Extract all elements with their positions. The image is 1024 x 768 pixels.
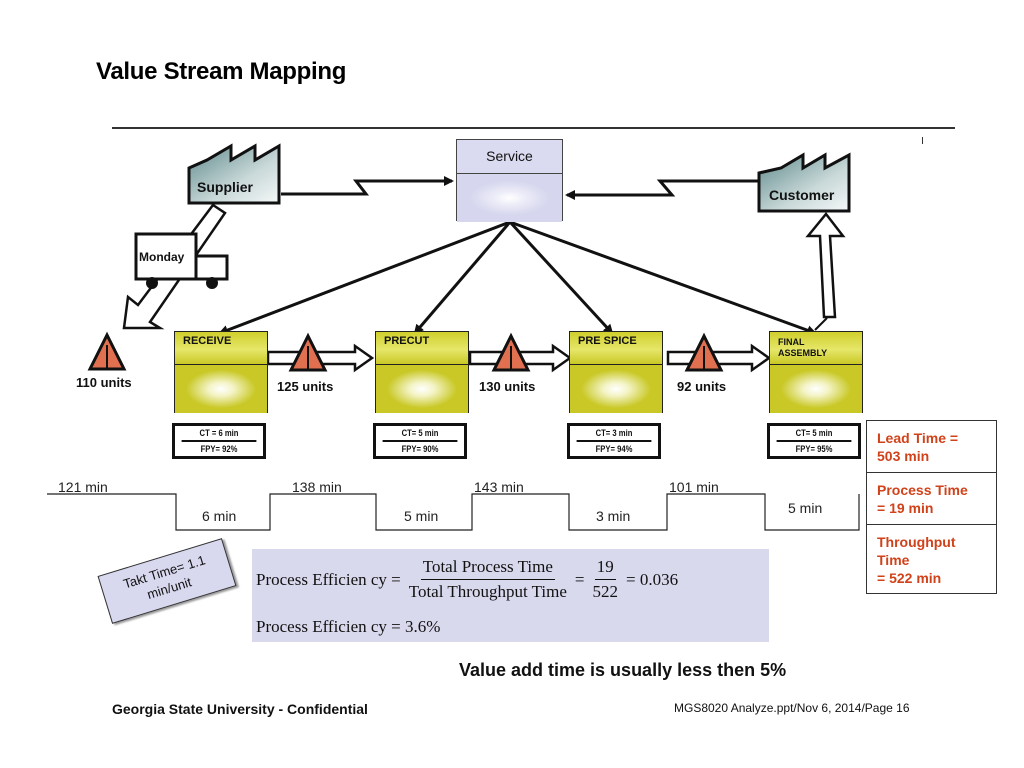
first-pass-yield: FPY= 92% (200, 444, 238, 454)
process-time: Process Time = 19 min (867, 473, 996, 525)
cycle-time: CT= 5 min (382, 426, 458, 442)
inventory-label: 130 units (479, 379, 536, 394)
process-name-line: FINAL (778, 337, 805, 347)
formula-lhs: Process Efficien cy = (256, 569, 401, 589)
process-name: PRECUT (376, 332, 468, 365)
truck-icon (134, 232, 229, 289)
process-box-precut[interactable]: PRECUT (375, 331, 469, 413)
throughput-time-label: Time (877, 552, 910, 568)
customer-factory-icon (757, 152, 851, 213)
formula-fraction: Total Process Time Total Throughput Time (407, 557, 569, 602)
formula-denominator: Total Throughput Time (408, 582, 567, 601)
data-box: CT= 5 min FPY= 90% (373, 423, 467, 459)
supplier-label: Supplier (197, 179, 254, 195)
data-box: CT= 3 min FPY= 94% (567, 423, 661, 459)
customer-label: Customer (769, 187, 835, 203)
inventory-label: 125 units (277, 379, 334, 394)
throughput-time-value: = 522 min (877, 570, 942, 586)
service-body (457, 174, 562, 222)
service-box[interactable]: Service (456, 139, 563, 222)
formula-numerator: Total Process Time (420, 557, 555, 580)
page-title: Value Stream Mapping (96, 58, 347, 85)
throughput-time-label: Throughput (877, 534, 956, 550)
formula-numerator-value: 19 (594, 557, 616, 580)
supplier-to-service-info-arrow (281, 176, 454, 196)
timeline-ladder (47, 493, 860, 531)
process-body (376, 365, 468, 413)
schedule-arrow-prespice (508, 220, 614, 335)
process-time-label: 3 min (596, 508, 631, 524)
customer-to-service-info-arrow (565, 179, 759, 200)
service-label: Service (457, 140, 562, 174)
inventory-label: 92 units (677, 379, 727, 394)
inventory-triangle-icon (684, 332, 724, 372)
summary-box: Lead Time = 503 min Process Time = 19 mi… (866, 420, 997, 594)
process-time-value: = 19 min (877, 500, 934, 516)
schedule-arrow-final (509, 220, 817, 335)
customer-shipment-arrow (805, 211, 846, 319)
process-name: FINAL ASSEMBLY (770, 332, 862, 365)
truck-label: Monday (139, 250, 185, 264)
process-name-line: ASSEMBLY (778, 348, 828, 358)
process-box-receive[interactable]: RECEIVE (174, 331, 268, 413)
lead-time-label: Lead Time = (877, 430, 959, 446)
formula-fraction-numeric: 19 522 (590, 557, 620, 602)
supplier-factory-icon (187, 143, 281, 205)
wait-time-label: 143 min (474, 479, 524, 495)
footer-page-info: MGS8020 Analyze.ppt/Nov 6, 2014/Page 16 (674, 701, 910, 715)
process-time-label: 5 min (404, 508, 439, 524)
process-box-prespice[interactable]: PRE SPICE (569, 331, 663, 413)
formula-percent: Process Efficien cy = 3.6% (256, 617, 441, 636)
wait-time-label: 101 min (669, 479, 719, 495)
throughput-time: Throughput Time = 522 min (867, 525, 996, 593)
first-pass-yield: FPY= 95% (795, 444, 833, 454)
first-pass-yield: FPY= 90% (401, 444, 439, 454)
process-time-label: 6 min (202, 508, 237, 524)
footer-confidential: Georgia State University - Confidential (112, 701, 368, 717)
schedule-arrow-receive (218, 220, 511, 335)
process-time-label: Process Time (877, 482, 968, 498)
formula-equals: = (574, 569, 585, 589)
cycle-time: CT = 6 min (181, 426, 257, 442)
value-add-note: Value add time is usually less then 5% (459, 660, 787, 680)
formula-result: = 0.036 (625, 569, 679, 589)
title-divider (112, 127, 955, 129)
cycle-time: CT= 3 min (576, 426, 652, 442)
inventory-triangle-icon (288, 332, 328, 372)
data-box: CT = 6 min FPY= 92% (172, 423, 266, 459)
process-body (175, 365, 267, 413)
final-to-customer-link (814, 317, 828, 331)
process-box-final-assembly[interactable]: FINAL ASSEMBLY (769, 331, 863, 413)
process-body (570, 365, 662, 413)
formula-denominator-value: 522 (592, 582, 618, 601)
process-name: RECEIVE (175, 332, 267, 365)
cycle-time: CT= 5 min (776, 426, 852, 442)
process-time-label: 5 min (788, 500, 823, 516)
process-name: PRE SPICE (570, 332, 662, 365)
inventory-triangle-icon (87, 331, 127, 371)
inventory-triangle-icon (491, 332, 531, 372)
schedule-arrow-precut (413, 221, 512, 335)
inventory-label: 110 units (76, 375, 132, 390)
process-efficiency-formula: Process Efficien cy = Total Process Time… (252, 549, 769, 642)
wait-time-label: 121 min (58, 479, 108, 495)
lead-time: Lead Time = 503 min (867, 421, 996, 473)
process-body (770, 365, 862, 413)
first-pass-yield: FPY= 94% (595, 444, 633, 454)
lead-time-value: 503 min (877, 448, 930, 464)
data-box: CT= 5 min FPY= 95% (767, 423, 861, 459)
wait-time-label: 138 min (292, 479, 342, 495)
tick-mark (922, 137, 923, 144)
